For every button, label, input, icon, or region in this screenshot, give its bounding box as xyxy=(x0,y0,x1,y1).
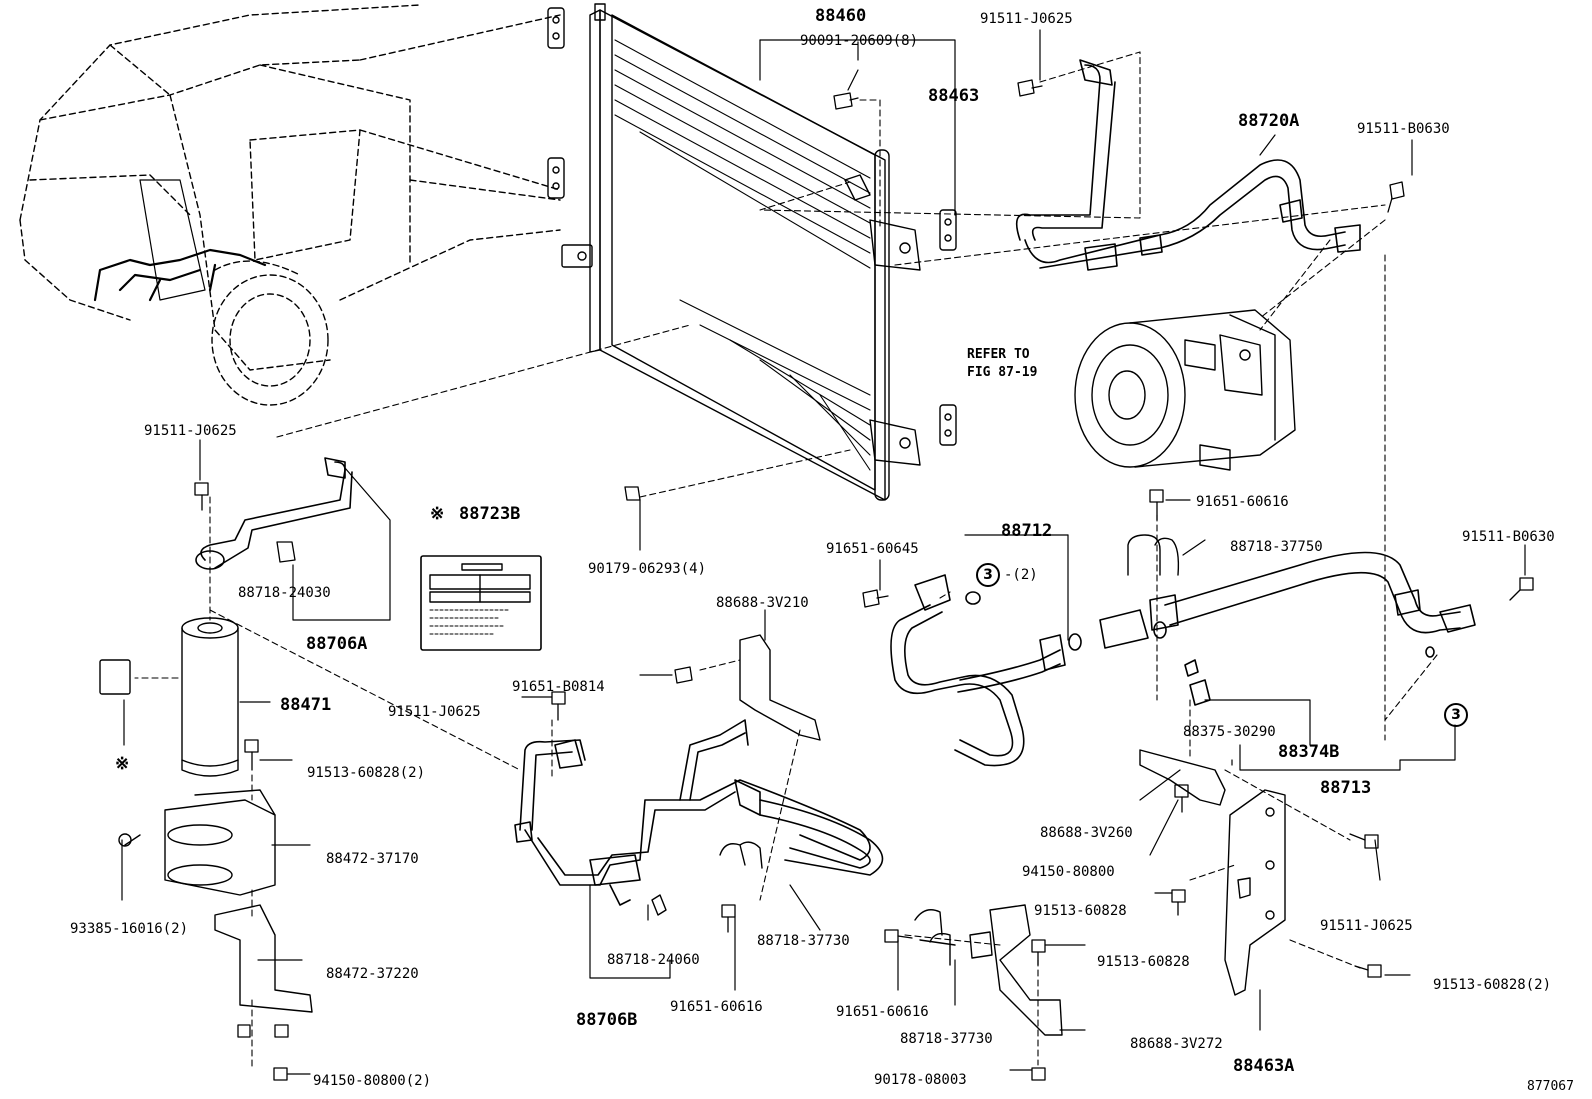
label-88706A: 88706A xyxy=(306,634,368,654)
label-90091-20609: 90091-20609(8) xyxy=(800,33,919,49)
label-88472-37170: 88472-37170 xyxy=(326,851,419,867)
label-91651-60616-low: 91651-60616 xyxy=(670,999,763,1015)
circled-ref-3-upper: 3 xyxy=(976,563,1000,587)
label-91513-60828-right: 91513-60828(2) xyxy=(1433,977,1552,993)
label-88463A: 88463A xyxy=(1233,1056,1295,1076)
label-88471: 88471 xyxy=(280,695,332,715)
label-91511-J0625-left: 91511-J0625 xyxy=(144,423,237,439)
vehicle-condenser-hint xyxy=(139,179,206,301)
label-91511-J0625-mid: 91511-J0625 xyxy=(388,704,481,720)
note-symbol-caution: ※ xyxy=(430,504,445,524)
label-88472-37220: 88472-37220 xyxy=(326,966,419,982)
caution-label xyxy=(420,555,542,651)
label-88718-37750: 88718-37750 xyxy=(1230,539,1323,555)
compressor xyxy=(1074,309,1296,471)
label-91651-60616-low2: 91651-60616 xyxy=(836,1004,929,1020)
bracket-88688-3V260 xyxy=(1139,749,1226,806)
label-91511-B0630-top: 91511-B0630 xyxy=(1357,121,1450,137)
label-93385-16016: 93385-16016(2) xyxy=(70,921,189,937)
label-88706B: 88706B xyxy=(576,1010,638,1030)
bracket-88463A xyxy=(1224,789,1286,996)
bracket-88688-3V272 xyxy=(969,904,1063,1036)
circled-ref-3-lower: 3 xyxy=(1444,703,1468,727)
label-88718-37730-mid: 88718-37730 xyxy=(757,933,850,949)
vehicle-outline xyxy=(19,4,561,406)
label-88688-3V260: 88688-3V260 xyxy=(1040,825,1133,841)
label-94150-80800-bottom: 94150-80800(2) xyxy=(313,1073,432,1089)
guide-lines xyxy=(134,51,1438,1071)
label-91511-J0625-right: 91511-J0625 xyxy=(1320,918,1413,934)
suction-hose-88713 xyxy=(1099,551,1476,706)
label-88718-37730-low: 88718-37730 xyxy=(900,1031,993,1047)
label-91513-60828-dryer: 91513-60828(2) xyxy=(307,765,426,781)
label-88723B: 88723B xyxy=(459,504,521,524)
receiver-dryer-88471 xyxy=(181,617,239,777)
label-88688-3V272: 88688-3V272 xyxy=(1130,1036,1223,1052)
refer-note-line1: REFER TO xyxy=(967,347,1030,362)
label-88718-24030: 88718-24030 xyxy=(238,585,331,601)
label-91651-60616-right: 91651-60616 xyxy=(1196,494,1289,510)
label-88712: 88712 xyxy=(1001,521,1053,541)
label-88463: 88463 xyxy=(928,86,980,106)
label-88718-24060: 88718-24060 xyxy=(607,952,700,968)
note-symbol-dryer: ※ xyxy=(115,754,130,774)
leader-lines xyxy=(121,29,1526,1075)
clamp-88718-37750 xyxy=(1127,534,1180,576)
label-88688-3V210: 88688-3V210 xyxy=(716,595,809,611)
label-88375-30290: 88375-30290 xyxy=(1183,724,1276,740)
label-91651-B0814: 91651-B0814 xyxy=(512,679,605,695)
label-91513-60828-low: 91513-60828 xyxy=(1097,954,1190,970)
label-oring-qty: -(2) xyxy=(1004,567,1038,583)
clamps-lower xyxy=(651,841,956,966)
label-91651-60645: 91651-60645 xyxy=(826,541,919,557)
label-94150-80800-mid: 94150-80800 xyxy=(1022,864,1115,880)
discharge-hose-88720A xyxy=(1015,59,1361,271)
label-91513-60828-mid: 91513-60828 xyxy=(1034,903,1127,919)
dryer-brackets xyxy=(99,659,313,1013)
label-88713: 88713 xyxy=(1320,778,1372,798)
label-91511-J0625-top: 91511-J0625 xyxy=(980,11,1073,27)
tube-88706A xyxy=(195,457,353,570)
label-91511-B0630-right: 91511-B0630 xyxy=(1462,529,1555,545)
refer-note: REFER TO FIG 87-19 xyxy=(967,346,1037,381)
refer-note-line2: FIG 87-19 xyxy=(967,364,1038,380)
tube-88712 xyxy=(890,574,1082,767)
label-88374B: 88374B xyxy=(1278,742,1340,762)
label-88460: 88460 xyxy=(815,6,867,26)
figure-number: 877067 xyxy=(1527,1079,1574,1094)
label-88720A: 88720A xyxy=(1238,111,1300,131)
tube-88706B xyxy=(514,719,884,906)
bracket-88688-3V210 xyxy=(739,634,821,741)
label-90179-06293: 90179-06293(4) xyxy=(588,561,707,577)
condenser xyxy=(547,3,957,501)
vehicle-ac-lines xyxy=(93,248,267,302)
label-90178-08003: 90178-08003 xyxy=(874,1072,967,1088)
